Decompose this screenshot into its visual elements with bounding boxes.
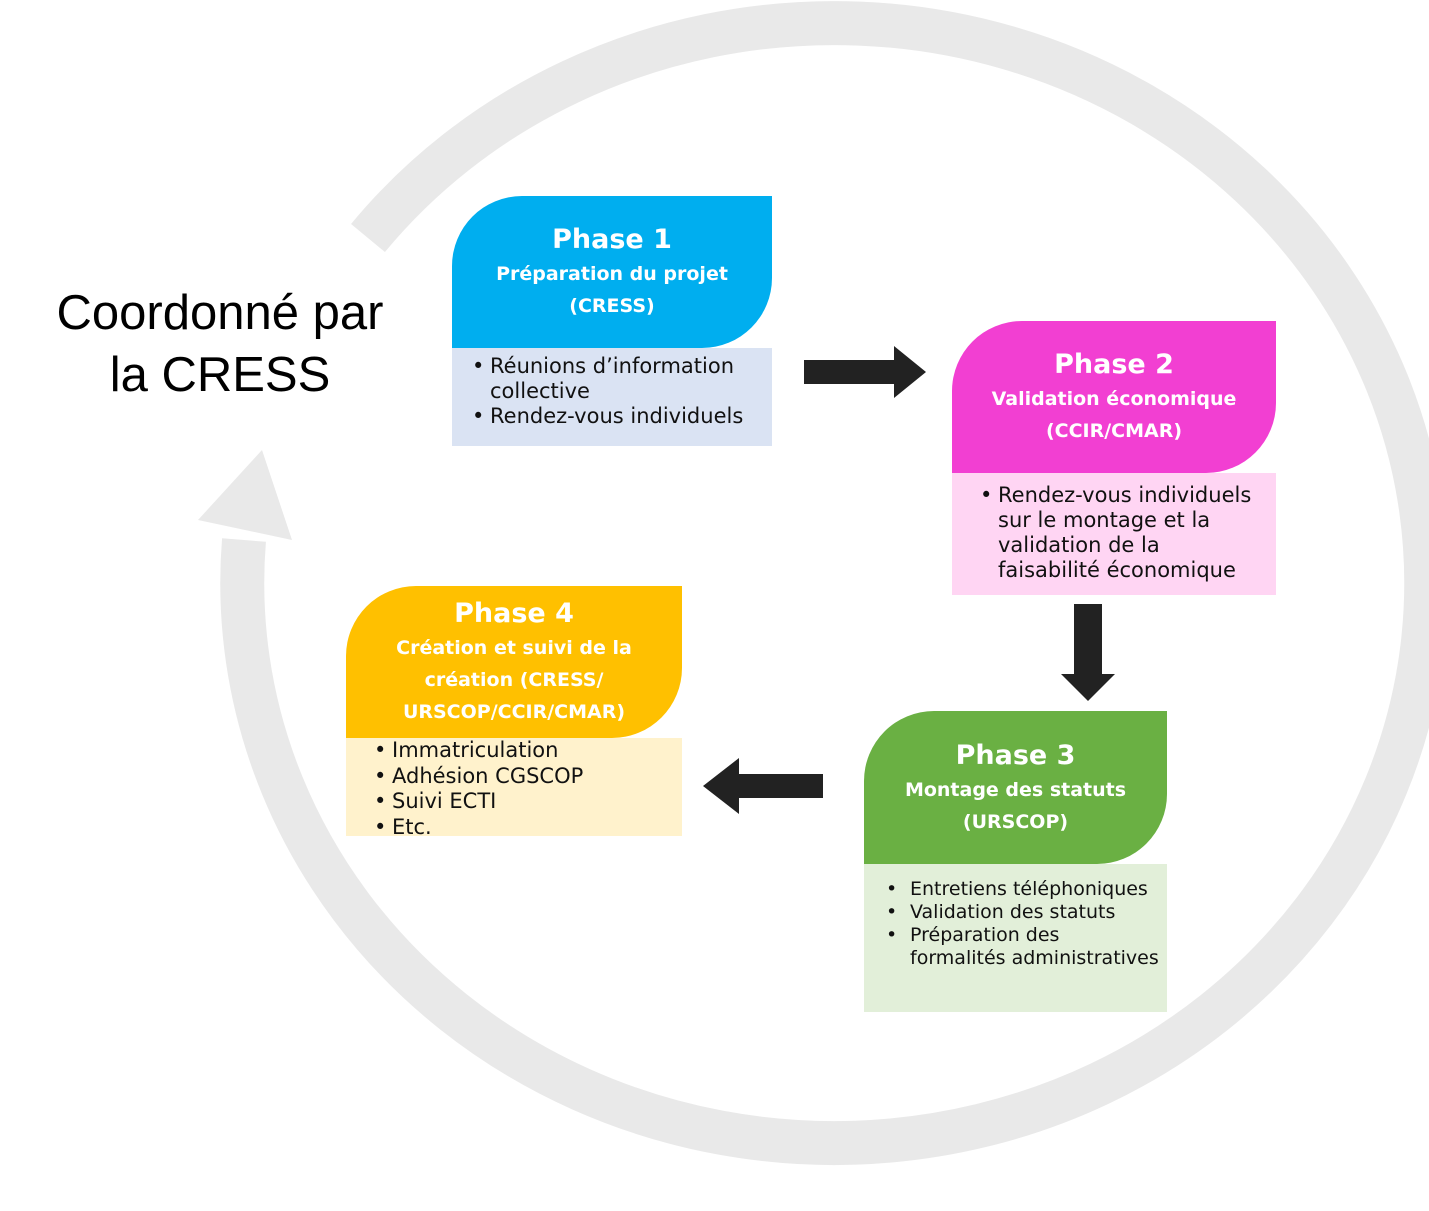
cycle-arrow-icon [198,1,1429,1166]
phase-3-header: Phase 3 Montage des statuts (URSCOP) [864,711,1167,864]
phase-2-list: Rendez-vous individuels sur le montage e… [972,483,1268,583]
phase-4-item: Suivi ECTI [366,789,674,815]
phase-2-card: Phase 2 Validation économique (CCIR/CMAR… [952,321,1276,595]
phase-2-title: Phase 2 [1054,349,1174,380]
title-line-1: Coordonné par [56,286,384,340]
phase-3-subtitle-line: Montage des statuts [904,778,1127,801]
phase-4-item: Adhésion CGSCOP [366,764,674,790]
phase-1-item: Réunions d’information collective [464,354,764,404]
coordination-title: Coordonné par la CRESS [20,282,420,406]
arrow-left-icon [703,758,823,814]
phase-4-title: Phase 4 [454,598,574,629]
phase-3-card: Phase 3 Montage des statuts (URSCOP) Ent… [864,711,1167,1012]
phase-3-body: Entretiens téléphoniques Validation des … [864,864,1167,1012]
phase-1-item: Rendez-vous individuels [464,404,764,429]
arrow-down-icon [1061,604,1115,701]
phase-4-subtitle-line: URSCOP/CCIR/CMAR) [402,701,626,723]
phase-1-subtitle-line: (CRESS) [569,295,655,317]
phase-4-subtitle-line: Création et suivi de la [396,637,632,659]
phase-3-item: Validation des statuts [878,901,1159,924]
phase-2-item: Rendez-vous individuels sur le montage e… [972,483,1268,583]
phase-4-subtitle-line: création (CRESS/ [424,669,604,691]
title-line-2: la CRESS [109,348,331,402]
phase-4-body: Immatriculation Adhésion CGSCOP Suivi EC… [346,738,682,840]
phase-4-item: Immatriculation [366,738,674,764]
phase-2-subtitle-line: Validation économique [991,388,1237,410]
phase-1-header: Phase 1 Préparation du projet (CRESS) [452,196,772,348]
phase-1-subtitle-line: Préparation du projet [496,263,728,285]
phase-1-list: Réunions d’information collective Rendez… [464,354,764,429]
phase-3-item: Préparation des formalités administrativ… [878,924,1159,970]
phase-4-header: Phase 4 Création et suivi de la création… [346,586,682,738]
phase-1-body: Réunions d’information collective Rendez… [452,348,772,446]
phase-2-subtitle-line: (CCIR/CMAR) [1045,420,1183,442]
phase-3-subtitle-line: (URSCOP) [962,810,1069,833]
phase-4-item: Etc. [366,815,674,841]
phase-3-title: Phase 3 [955,739,1076,771]
phase-1-card: Phase 1 Préparation du projet (CRESS) Ré… [452,196,772,446]
arrow-right-icon [804,346,926,398]
phase-4-list: Immatriculation Adhésion CGSCOP Suivi EC… [366,738,674,840]
phase-1-title: Phase 1 [552,224,672,255]
phase-3-item: Entretiens téléphoniques [878,878,1159,901]
phase-2-header: Phase 2 Validation économique (CCIR/CMAR… [952,321,1276,473]
phase-2-body: Rendez-vous individuels sur le montage e… [952,473,1276,595]
phase-4-card: Phase 4 Création et suivi de la création… [346,586,682,840]
phase-3-list: Entretiens téléphoniques Validation des … [878,878,1159,970]
